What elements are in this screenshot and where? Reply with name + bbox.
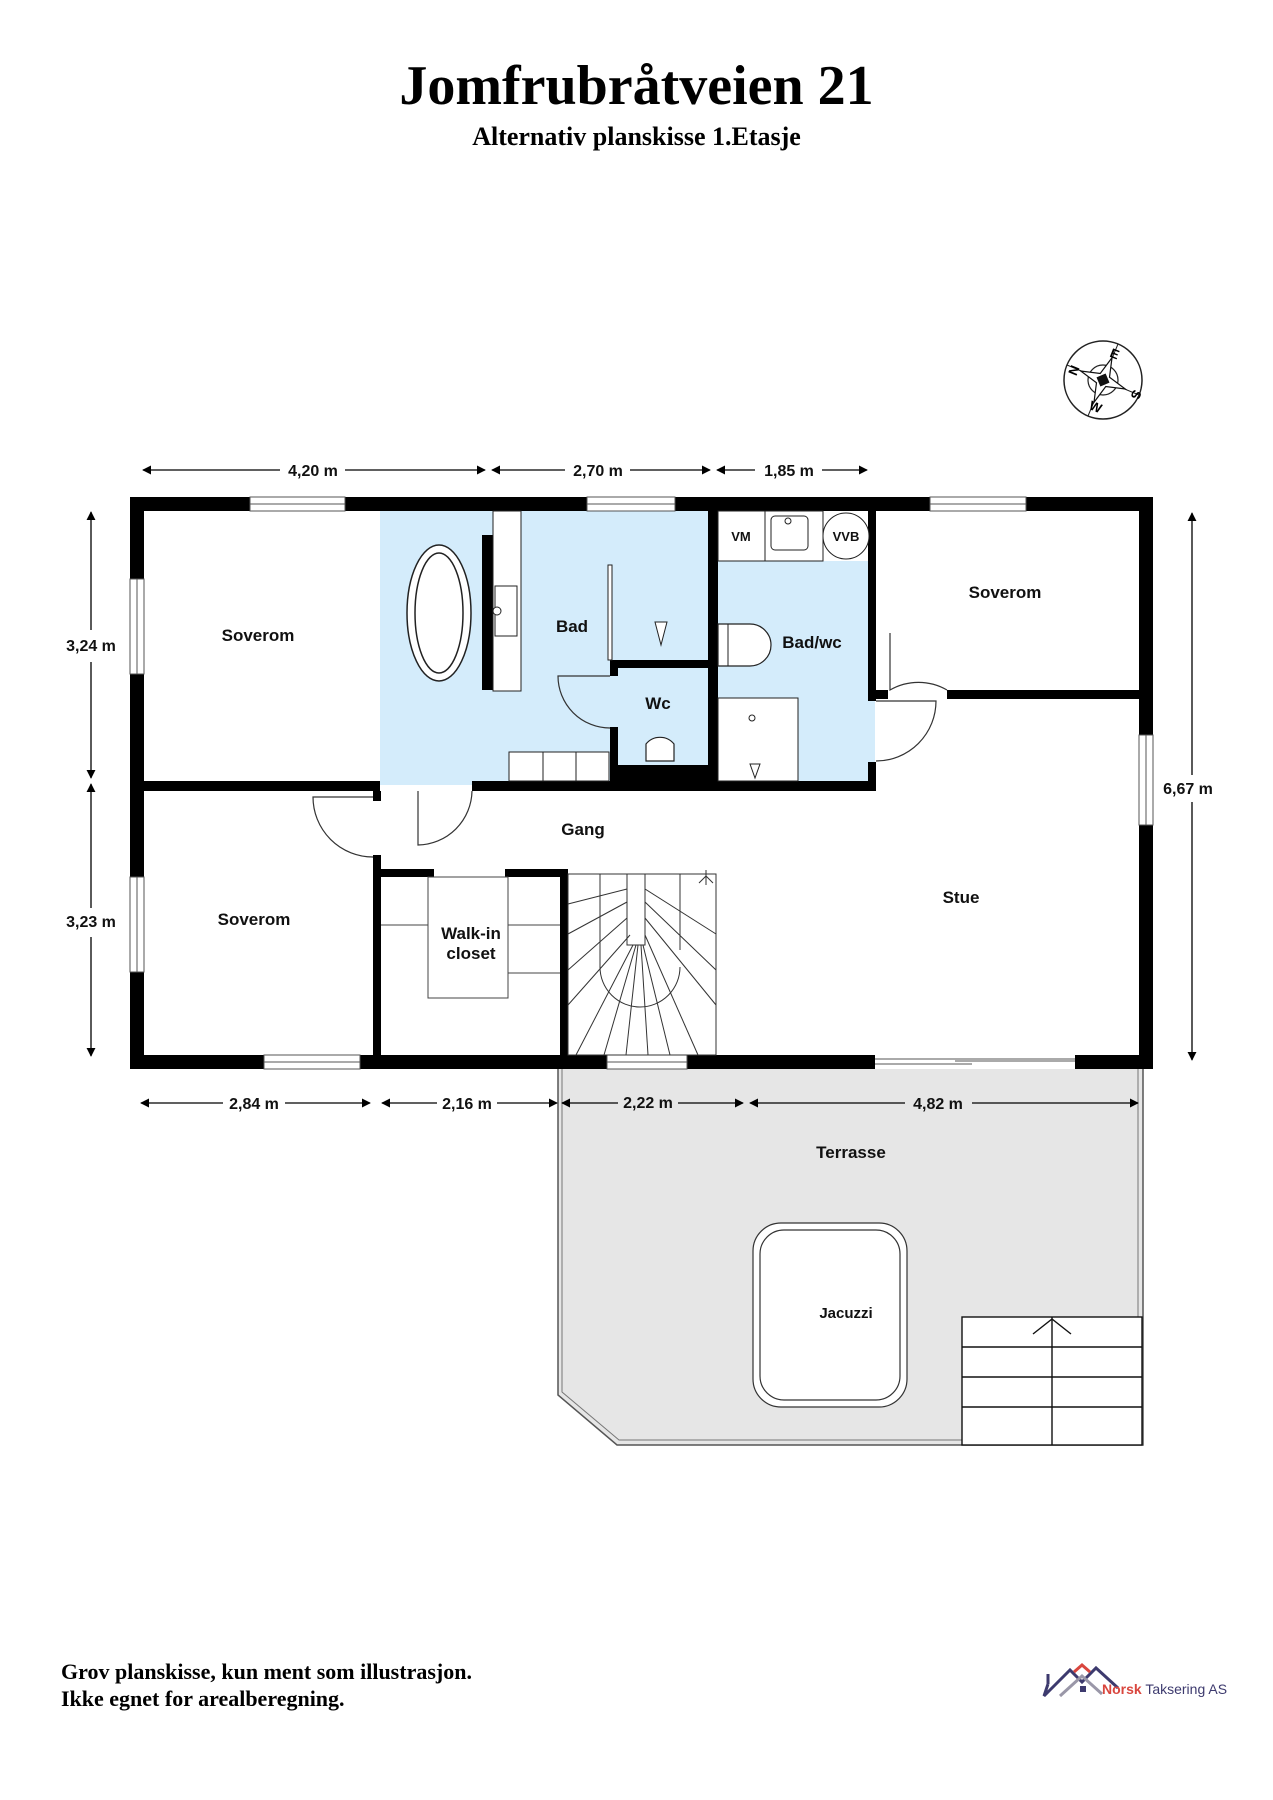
page-title: Jomfrubråtveien 21 bbox=[399, 55, 874, 117]
walk-in-shelves bbox=[381, 876, 560, 999]
dim-top-2: 2,70 m bbox=[573, 463, 623, 480]
windows bbox=[129, 496, 1154, 1070]
room-label-terrasse: Terrasse bbox=[816, 1143, 886, 1162]
disclaimer-line-2: Ikke egnet for arealberegning. bbox=[61, 1686, 345, 1711]
dim-bottom-2: 2,16 m bbox=[442, 1096, 492, 1113]
dim-bottom-1: 2,84 m bbox=[229, 1096, 279, 1113]
room-label-jacuzzi: Jacuzzi bbox=[819, 1305, 872, 1322]
dim-top-1: 4,20 m bbox=[288, 463, 338, 480]
page-subtitle: Alternativ planskisse 1.Etasje bbox=[472, 122, 801, 151]
company-logo: Norsk Taksering AS bbox=[1040, 1662, 1240, 1706]
room-label-vm: VM bbox=[731, 529, 751, 544]
dim-top-3: 1,85 m bbox=[764, 463, 814, 480]
dim-left-2: 3,23 m bbox=[66, 914, 116, 931]
house-roof-icon bbox=[1042, 1663, 1120, 1698]
room-label-gang: Gang bbox=[561, 820, 604, 839]
logo-text: Norsk Taksering AS bbox=[1102, 1681, 1228, 1697]
water-heater-icon bbox=[822, 512, 870, 560]
room-labels: Soverom Bad Wc VM VVB Bad/wc Soverom Gan… bbox=[218, 529, 1042, 1322]
room-label-bad: Bad bbox=[556, 617, 588, 636]
room-label-stue: Stue bbox=[943, 888, 980, 907]
disclaimer-line-1: Grov planskisse, kun ment som illustrasj… bbox=[61, 1659, 472, 1684]
doors bbox=[312, 633, 948, 858]
room-label-wc: Wc bbox=[645, 694, 671, 713]
room-label-soverom: Soverom bbox=[218, 910, 291, 929]
toilet-icon bbox=[645, 736, 675, 762]
disclaimer: Grov planskisse, kun ment som illustrasj… bbox=[61, 1658, 472, 1712]
dim-right: 6,67 m bbox=[1163, 781, 1213, 798]
bathroom-fixtures bbox=[406, 510, 870, 782]
room-label-soverom: Soverom bbox=[222, 626, 295, 645]
dim-bottom-3: 2,22 m bbox=[623, 1095, 673, 1112]
room-label-bad-wc: Bad/wc bbox=[782, 633, 842, 652]
dimension-lines bbox=[86, 465, 1197, 1108]
dim-left-1: 3,24 m bbox=[66, 638, 116, 655]
compass-rose-icon: E N S W bbox=[1063, 340, 1145, 420]
jacuzzi bbox=[752, 1222, 908, 1408]
terrace-stairs bbox=[961, 1316, 1143, 1446]
room-label-walk-in: Walk-in bbox=[441, 924, 501, 943]
shower-icon bbox=[654, 621, 668, 647]
staircase bbox=[567, 870, 717, 1056]
room-label-soverom: Soverom bbox=[969, 583, 1042, 602]
room-label-vvb: VVB bbox=[833, 529, 860, 544]
dim-bottom-4: 4,82 m bbox=[913, 1096, 963, 1113]
room-label-closet: closet bbox=[446, 944, 495, 963]
dimension-labels: 4,20 m 2,70 m 1,85 m 3,24 m 3,23 m 6,67 … bbox=[66, 463, 1213, 1113]
